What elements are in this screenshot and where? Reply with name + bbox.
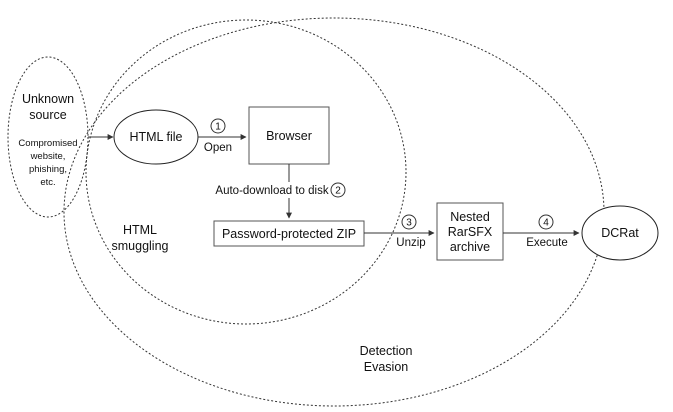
html-smuggling-label-line-2: smuggling (112, 239, 169, 253)
browser-node (248, 106, 330, 165)
step-1-marker (210, 118, 226, 134)
html-smuggling-label-line-1: HTML (123, 223, 157, 237)
unknown-source-node (7, 56, 89, 218)
step-3-label: Unzip (396, 237, 425, 249)
step-2-marker (330, 182, 346, 198)
step-4-number: 4 (543, 218, 549, 229)
step-4-label: Execute (526, 237, 568, 249)
unknown-source-detail-line-1: Compromised (18, 138, 77, 149)
unknown-source-detail-line-3: phishing, (29, 164, 67, 175)
browser-label: Browser (266, 129, 312, 143)
step-1-number: 1 (215, 122, 221, 133)
unknown-source-title-line-2: source (29, 108, 67, 122)
detection-evasion-region (63, 17, 605, 407)
html-smuggling-region (85, 19, 407, 325)
dcrat-label: DCRat (601, 226, 639, 240)
zip-label: Password-protected ZIP (222, 227, 356, 241)
html-file-label: HTML file (129, 130, 182, 144)
step-4-marker (538, 214, 554, 230)
archive-label-line-3: archive (450, 240, 490, 254)
unknown-source-detail-line-4: etc. (40, 177, 55, 188)
detection-evasion-label-line-1: Detection (360, 344, 413, 358)
archive-label-line-2: RarSFX (448, 225, 493, 239)
step-2-label-background (203, 182, 343, 198)
step-3-number: 3 (406, 218, 412, 229)
step-2-number: 2 (335, 186, 341, 197)
step-1-label: Open (204, 142, 232, 154)
archive-label-line-1: Nested (450, 210, 490, 224)
detection-evasion-label-line-2: Evasion (364, 360, 409, 374)
unknown-source-detail-line-2: website, (30, 151, 66, 162)
step-2-label: Auto-download to disk (215, 185, 328, 197)
step-3-marker (401, 214, 417, 230)
unknown-source-title-line-1: Unknown (22, 92, 74, 106)
archive-node (436, 202, 504, 261)
dcrat-node (581, 205, 659, 261)
